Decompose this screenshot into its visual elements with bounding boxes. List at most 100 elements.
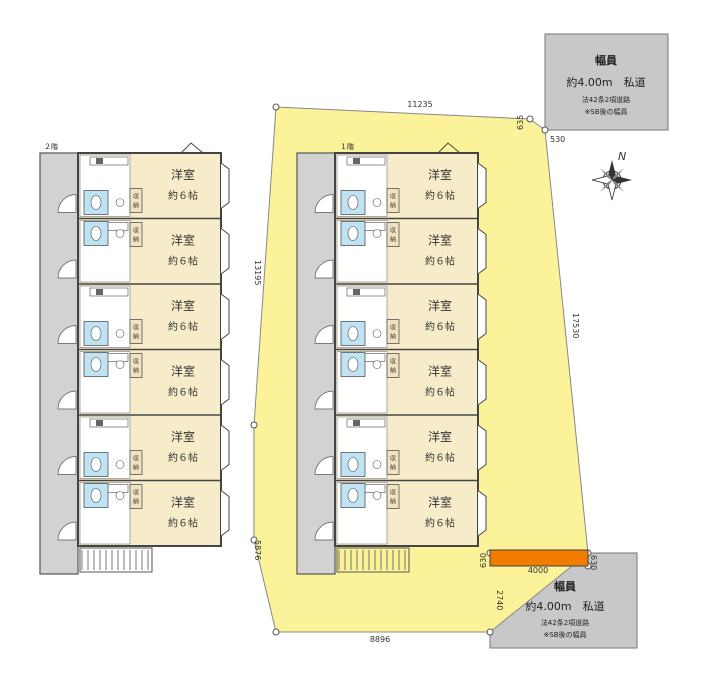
corridor: [39, 152, 79, 575]
bay-window: [477, 228, 487, 275]
room-type: 洋室: [171, 298, 195, 313]
closet: [129, 484, 143, 509]
entrance-door: [57, 259, 77, 279]
unit: 収納洋室約６帖: [314, 348, 487, 414]
svg-text:約4.00m 私道: 約4.00m 私道: [525, 599, 604, 613]
bay-window: [477, 162, 487, 209]
room-size: 約６帖: [168, 517, 198, 530]
room-size: 約６帖: [425, 255, 455, 268]
closet-label: 納: [133, 498, 139, 506]
compass-icon: N: [591, 150, 632, 201]
closet-label: 納: [390, 333, 396, 341]
svg-text:13195: 13195: [253, 260, 262, 285]
floor-plan-2f: ２階 収納洋室約６帖収納洋室約６帖収納洋室約６帖収納洋室約６帖収納洋室約６帖収納…: [39, 142, 230, 575]
floor-label: ２階: [44, 142, 58, 151]
kitchen-counter: [346, 418, 386, 428]
closet: [386, 222, 400, 247]
svg-text:635: 635: [516, 115, 525, 130]
balcony-door: [437, 142, 461, 154]
entrance-door: [57, 325, 77, 344]
svg-text:5876: 5876: [253, 540, 262, 560]
closet-label: 収: [133, 490, 139, 497]
closet: [129, 319, 143, 344]
unit: 収納洋室約６帖: [57, 479, 230, 545]
kitchen-counter: [346, 156, 386, 166]
closet-label: 収: [133, 194, 139, 201]
bay-window: [477, 424, 487, 471]
entrance-door: [57, 456, 77, 475]
closet-label: 収: [133, 325, 139, 332]
entrance-door: [314, 259, 334, 279]
closet-label: 納: [390, 464, 396, 472]
svg-text:幅員: 幅員: [595, 53, 617, 67]
road-top: 幅員 約4.00m 私道 法42条2項道路 ※SB後の幅員: [544, 33, 669, 131]
entrance-door: [57, 521, 77, 541]
room-size: 約６帖: [425, 386, 455, 399]
closet: [386, 450, 400, 475]
closet-label: 納: [390, 498, 396, 506]
closet-label: 収: [390, 228, 396, 235]
closet-label: 納: [133, 202, 139, 210]
room-type: 洋室: [428, 429, 452, 444]
closet: [386, 188, 400, 213]
room-type: 洋室: [428, 495, 452, 510]
entrance-door: [314, 521, 334, 541]
closet-label: 納: [133, 333, 139, 341]
svg-text:法42条2項道路: 法42条2項道路: [582, 95, 630, 104]
svg-text:N: N: [618, 150, 626, 163]
bay-window: [220, 424, 230, 471]
room-type: 洋室: [171, 429, 195, 444]
closet-label: 納: [390, 202, 396, 210]
stairs: [79, 547, 153, 573]
balcony-door: [180, 142, 204, 154]
room-size: 約６帖: [425, 320, 455, 333]
kitchen-counter: [89, 156, 129, 166]
closet-label: 収: [390, 194, 396, 201]
closet-label: 納: [133, 367, 139, 375]
entrance-door: [57, 390, 77, 410]
bay-window: [220, 490, 230, 537]
svg-text:530: 530: [550, 135, 565, 144]
bay-window: [477, 359, 487, 406]
bay-window: [220, 359, 230, 406]
room-size: 約６帖: [168, 255, 198, 268]
entrance-door: [314, 325, 334, 344]
svg-text:17530: 17530: [571, 313, 580, 338]
bay-window: [220, 293, 230, 340]
closet: [129, 353, 143, 378]
svg-text:法42条2項道路: 法42条2項道路: [541, 618, 589, 627]
dimension-labels: 11235 13195 5876 8896 17530 4000 2740 63…: [253, 100, 598, 644]
svg-text:※SB後の幅員: ※SB後の幅員: [584, 107, 627, 116]
room-size: 約６帖: [168, 189, 198, 202]
room-type: 洋室: [428, 298, 452, 313]
svg-text:2740: 2740: [495, 590, 504, 610]
room-type: 洋室: [428, 167, 452, 182]
svg-text:630: 630: [479, 553, 488, 568]
room-size: 約６帖: [425, 189, 455, 202]
room-size: 約６帖: [168, 320, 198, 333]
closet-label: 納: [133, 236, 139, 244]
corridor: [296, 152, 336, 575]
unit: 収納洋室約６帖: [57, 348, 230, 414]
svg-text:約4.00m 私道: 約4.00m 私道: [566, 75, 645, 89]
closet-label: 収: [133, 228, 139, 235]
closet-label: 納: [390, 367, 396, 375]
closet: [129, 222, 143, 247]
closet-label: 収: [133, 359, 139, 366]
closet: [129, 188, 143, 213]
room-type: 洋室: [428, 233, 452, 248]
room-type: 洋室: [171, 364, 195, 379]
bay-window: [477, 490, 487, 537]
kitchen-counter: [89, 287, 129, 297]
svg-text:4000: 4000: [528, 566, 548, 575]
closet-label: 納: [133, 464, 139, 472]
floor-plan-1f: １階 収納洋室約６帖収納洋室約６帖収納洋室約６帖収納洋室約６帖収納洋室約６帖収納…: [296, 142, 487, 575]
closet-label: 納: [390, 236, 396, 244]
room-size: 約６帖: [425, 451, 455, 464]
